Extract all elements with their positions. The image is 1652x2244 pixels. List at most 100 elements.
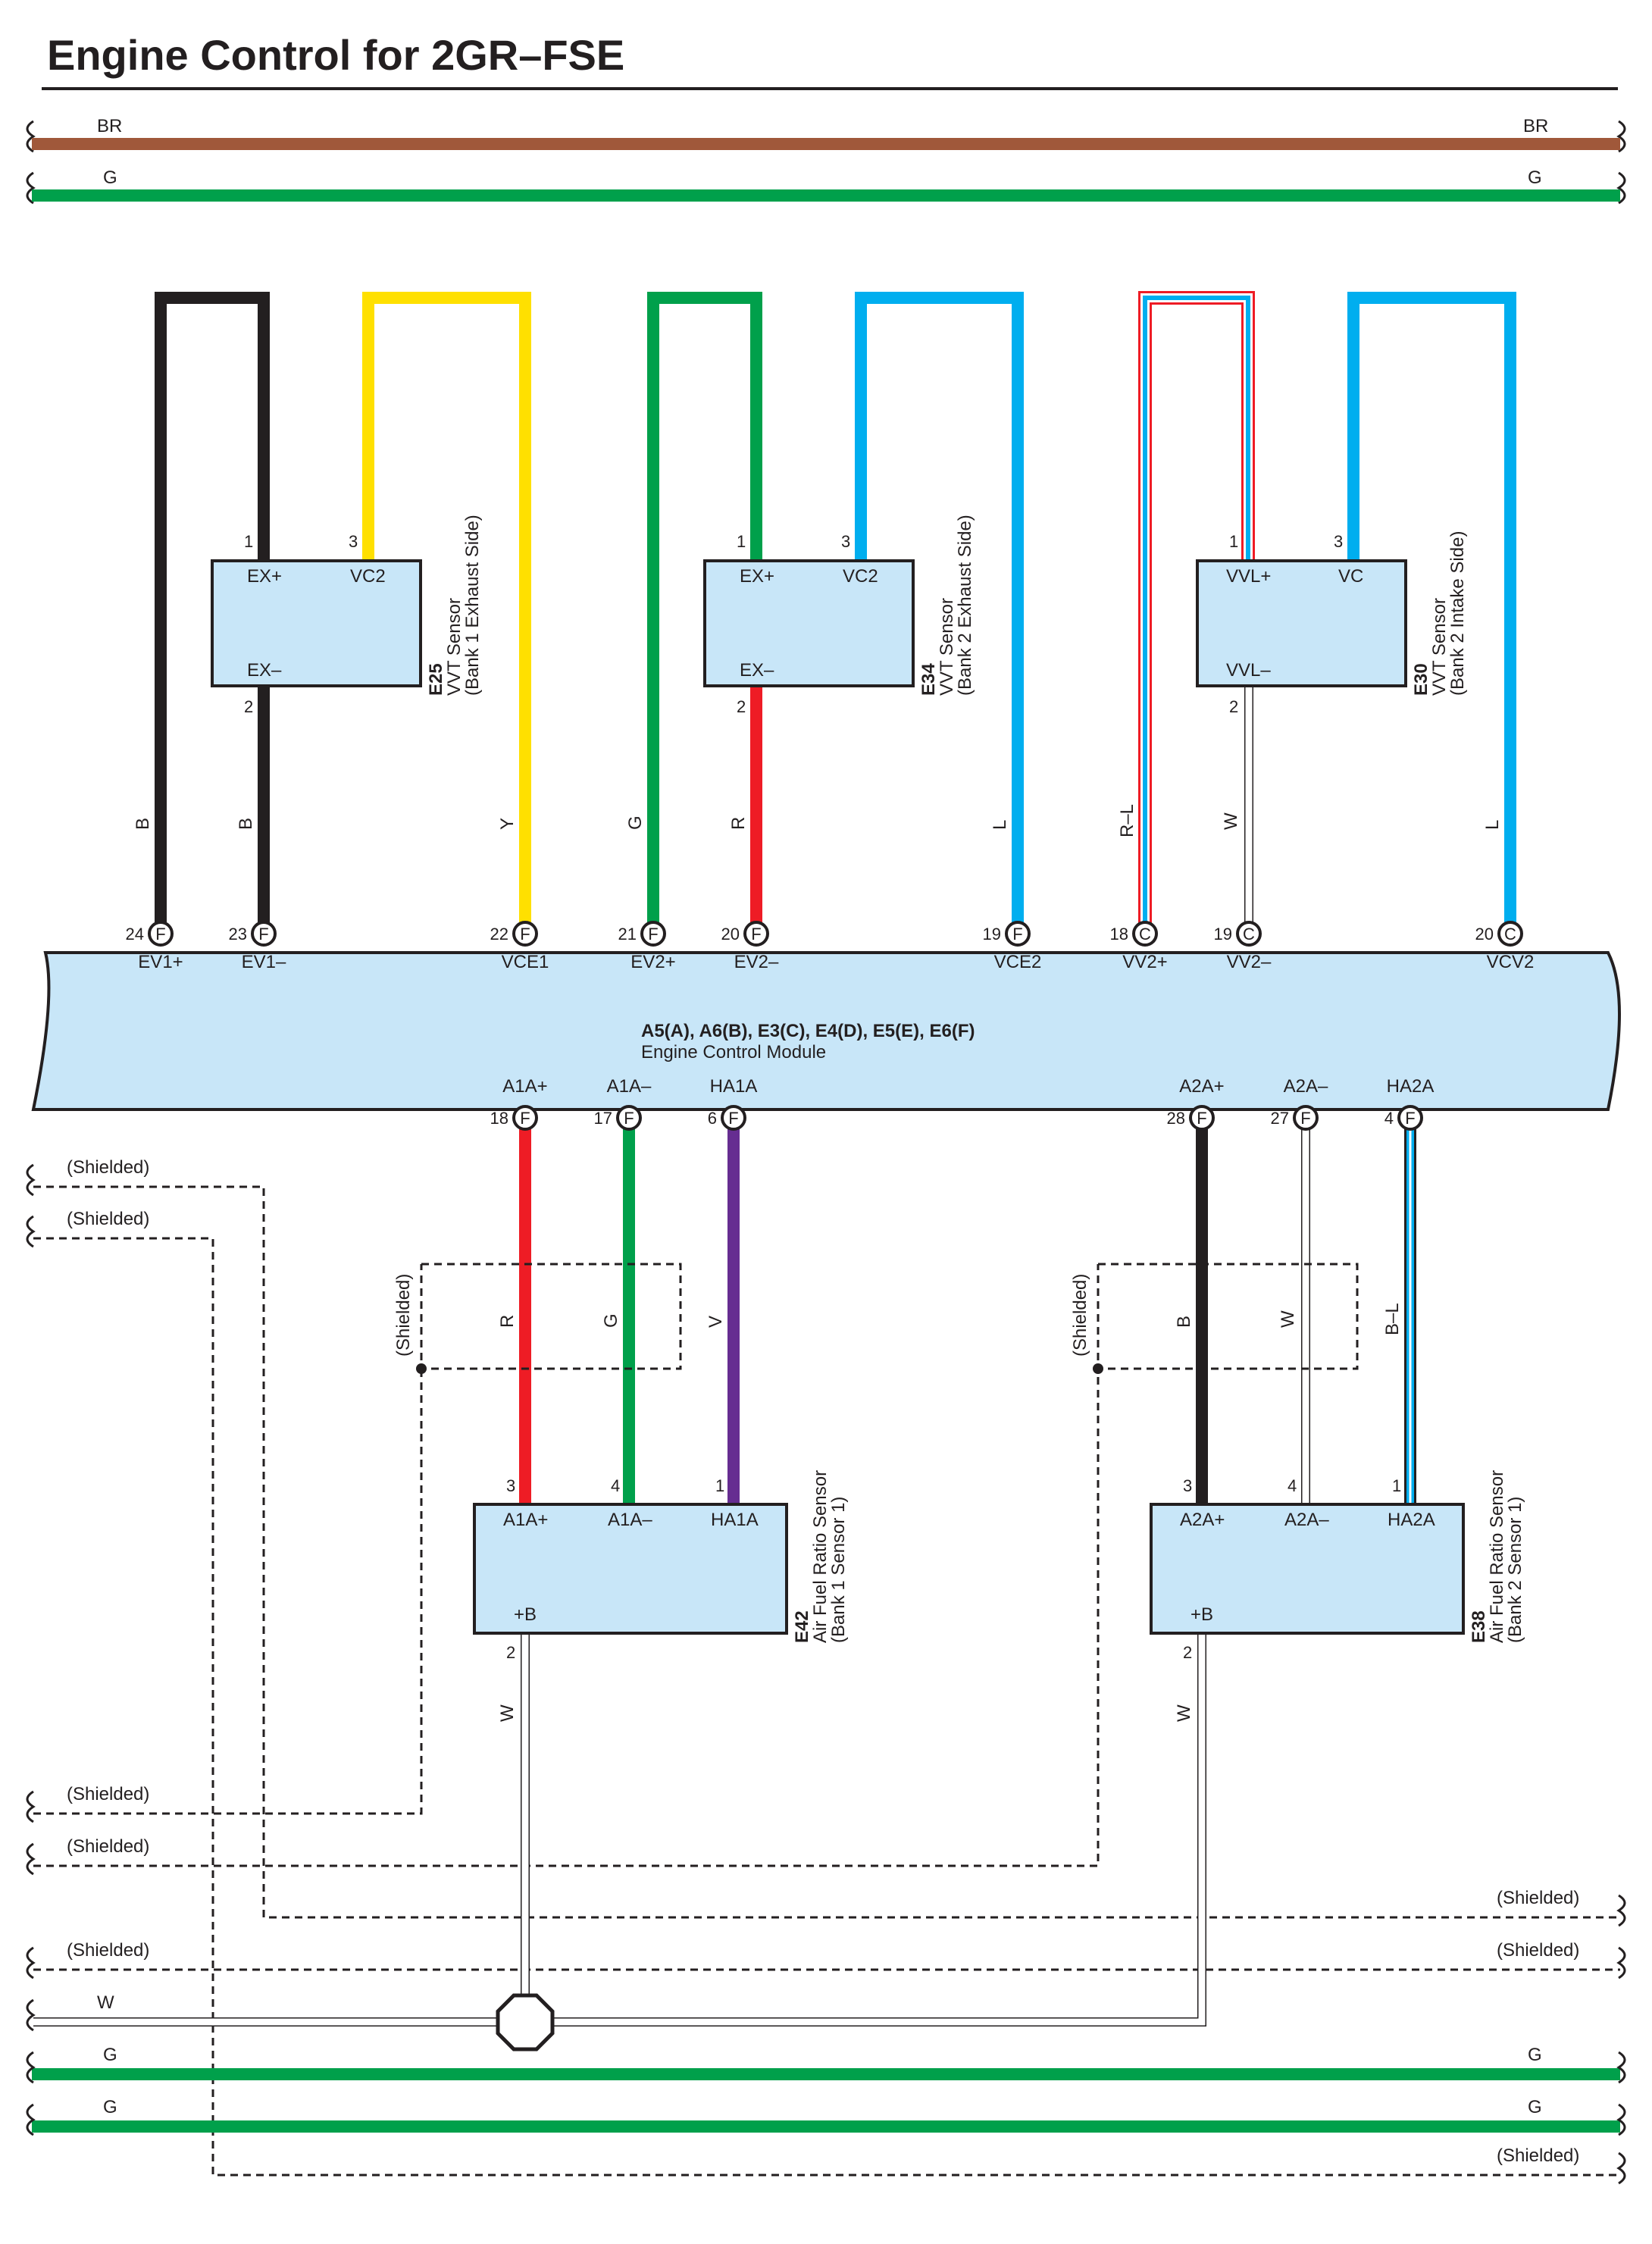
top-wire-labels: B B Y G R L R–L W L (133, 804, 1503, 837)
terminal-pin: 24 (126, 925, 144, 944)
pin-num: 3 (1183, 1476, 1192, 1495)
sensor-sub: (Bank 2 Sensor 1) (1505, 1497, 1525, 1643)
wire-color-label: W (1278, 1310, 1298, 1328)
pin-label: EX+ (247, 566, 282, 587)
sensor-box (703, 559, 915, 687)
shield-label: (Shielded) (1070, 1274, 1090, 1357)
g-bus-label-right: G (1528, 2097, 1542, 2117)
terminal-circle (1497, 921, 1523, 947)
terminal-circle (512, 1105, 538, 1131)
sensor-e42: 3 4 1 A1A+ A1A– HA1A +B 2 E42 Air Fuel R… (473, 1470, 849, 1662)
terminal-pin: 19 (983, 925, 1001, 944)
pin-num: 1 (737, 532, 746, 551)
wire-color-label: G (601, 1313, 621, 1328)
ecm-connectors: A5(A), A6(B), E3(C), E4(D), E5(E), E6(F) (641, 1021, 975, 1041)
shield-label: (Shielded) (67, 1940, 149, 1961)
terminal-label: VV2+ (1122, 952, 1167, 972)
terminal-pin: 18 (1110, 925, 1128, 944)
splice-octagon (496, 1993, 555, 2052)
sensor-name: Air Fuel Ratio Sensor (1487, 1470, 1507, 1643)
terminal-connector: F (1300, 1109, 1310, 1128)
sensor-id: E25 (426, 663, 446, 696)
bus-break-left-g (26, 171, 36, 205)
pin-num: 1 (715, 1476, 724, 1495)
terminal-circle (1189, 1105, 1215, 1131)
shielded-labels: (Shielded) (Shielded) (Shielded) (Shield… (67, 1157, 1579, 2166)
terminal-label: HA2A (1387, 1076, 1435, 1097)
shield-wire-4 (33, 1369, 1100, 1867)
wire-vce1 (362, 292, 531, 934)
pin-label: HA1A (711, 1510, 759, 1530)
shield-wire-3 (33, 1369, 423, 1815)
terminal-pin: 6 (708, 1109, 717, 1128)
g-bus-label-left: G (103, 167, 117, 188)
pin-num: 1 (1392, 1476, 1401, 1495)
terminal-pin: 27 (1271, 1109, 1289, 1128)
terminal-pin: 17 (594, 1109, 612, 1128)
terminal-connector: F (258, 925, 268, 944)
terminal-label: VCE2 (994, 952, 1042, 972)
wire-color-label: V (706, 1316, 726, 1328)
shield-label: (Shielded) (67, 1836, 149, 1857)
pin-label: A2A+ (1180, 1510, 1225, 1530)
sensor-box (1150, 1503, 1465, 1635)
bplus-label: +B (514, 1604, 537, 1625)
sensor-box (211, 559, 422, 687)
terminal-connector: F (1405, 1109, 1415, 1128)
shield-label: (Shielded) (1497, 2145, 1579, 2166)
bottom-wire-labels: R G V B W B–L W W (Shielded) (Shielded) (393, 1274, 1403, 1722)
terminal-connector: F (751, 925, 761, 944)
pin-num: 3 (1334, 532, 1343, 551)
wire-color-label: W (497, 1704, 518, 1722)
pin-num: 2 (1229, 697, 1238, 716)
wire-color-label: L (1482, 820, 1503, 830)
pin-num: 2 (737, 697, 746, 716)
wire-color-label: B (133, 818, 153, 830)
pin-num: 3 (841, 532, 850, 551)
terminal-connector: F (624, 1109, 634, 1128)
bottom-wires (519, 1118, 1208, 1504)
shield-junction (1093, 1363, 1103, 1374)
shield-junction (416, 1363, 427, 1374)
terminal-circle (148, 921, 174, 947)
pin-num: 2 (244, 697, 253, 716)
shield-wire-2 (33, 1237, 1620, 2177)
wire-color-label: R (497, 1315, 518, 1328)
wire-ev1plus (155, 292, 270, 934)
shield-lines (33, 1185, 1620, 2177)
wire-color-label: W (1221, 812, 1241, 830)
sensor-name: VVT Sensor (937, 598, 957, 696)
bottom-bus: W G G G G (26, 1163, 1626, 2185)
bus-break-right-g (1616, 171, 1626, 205)
terminal-circle (721, 1105, 746, 1131)
pin-label: EX– (740, 660, 774, 681)
wire-color-label: G (625, 815, 646, 830)
terminal-connector: C (1243, 925, 1255, 944)
bus-break-right-br (1616, 120, 1626, 153)
terminal-label: VV2– (1227, 952, 1272, 972)
terminal-label: A1A+ (502, 1076, 547, 1097)
shield-box-bank1 (420, 1263, 682, 1370)
page-title: Engine Control for 2GR–FSE (47, 31, 624, 79)
wire-vv2plus (1138, 291, 1255, 934)
terminal-circle (640, 921, 666, 947)
terminal-label: EV2+ (630, 952, 675, 972)
terminal-connector: F (728, 1109, 738, 1128)
terminal-pin: 4 (1384, 1109, 1394, 1128)
sensor-id: E38 (1469, 1610, 1489, 1643)
wire-color-label: R (728, 817, 749, 830)
sensor-sub: (Bank 2 Exhaust Side) (955, 515, 975, 696)
wire-color-label: R–L (1117, 804, 1137, 837)
pin-label: VC2 (350, 566, 386, 587)
g-bus-label-right: G (1528, 167, 1542, 188)
wire-color-label: L (990, 820, 1010, 830)
terminal-label: EV1+ (138, 952, 183, 972)
shield-label: (Shielded) (67, 1784, 149, 1804)
sensor-sub: (Bank 2 Intake Side) (1447, 531, 1468, 696)
terminal-circle (616, 1105, 642, 1131)
terminal-label: VCV2 (1487, 952, 1535, 972)
terminal-pin: 20 (1475, 925, 1494, 944)
pin-num: 2 (506, 1643, 515, 1662)
